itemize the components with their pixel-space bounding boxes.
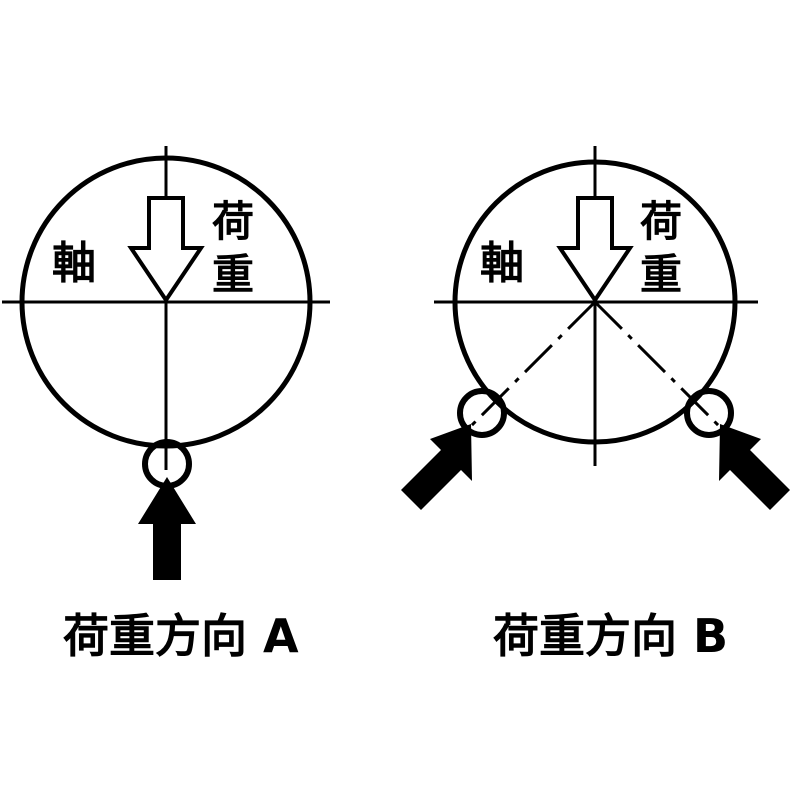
- caption-a: 荷重方向 A: [63, 609, 299, 663]
- load-label-b-char-1: 荷: [640, 197, 682, 246]
- load-label-a-char-1: 荷: [212, 197, 254, 246]
- ball-circle-b-right: [684, 388, 734, 438]
- load-label-b-char-2: 重: [640, 250, 682, 299]
- force-arrow-up-a: [138, 477, 196, 580]
- outer-race-circle-a: [19, 155, 313, 449]
- force-arrow-up-left-b: [719, 424, 790, 510]
- load-label-a-char-2: 重: [212, 250, 254, 299]
- outer-race-circle-b: [452, 159, 738, 445]
- caption-b: 荷重方向 B: [493, 609, 728, 663]
- hollow-load-arrow-b: [556, 196, 634, 304]
- hollow-load-arrow-a: [127, 196, 205, 304]
- ball-circle-b-left: [457, 388, 507, 438]
- contact-angle-ray-left-b: [464, 300, 597, 433]
- contact-angle-ray-right-b: [593, 300, 726, 433]
- figure-a: 軸 荷 重 荷重方向 A: [2, 146, 330, 663]
- shaft-label-a: 軸: [52, 238, 96, 289]
- figure-b: 軸 荷 重 荷重方向 B: [401, 146, 790, 663]
- shaft-label-b: 軸: [480, 238, 524, 289]
- force-arrow-up-right-b: [401, 424, 472, 510]
